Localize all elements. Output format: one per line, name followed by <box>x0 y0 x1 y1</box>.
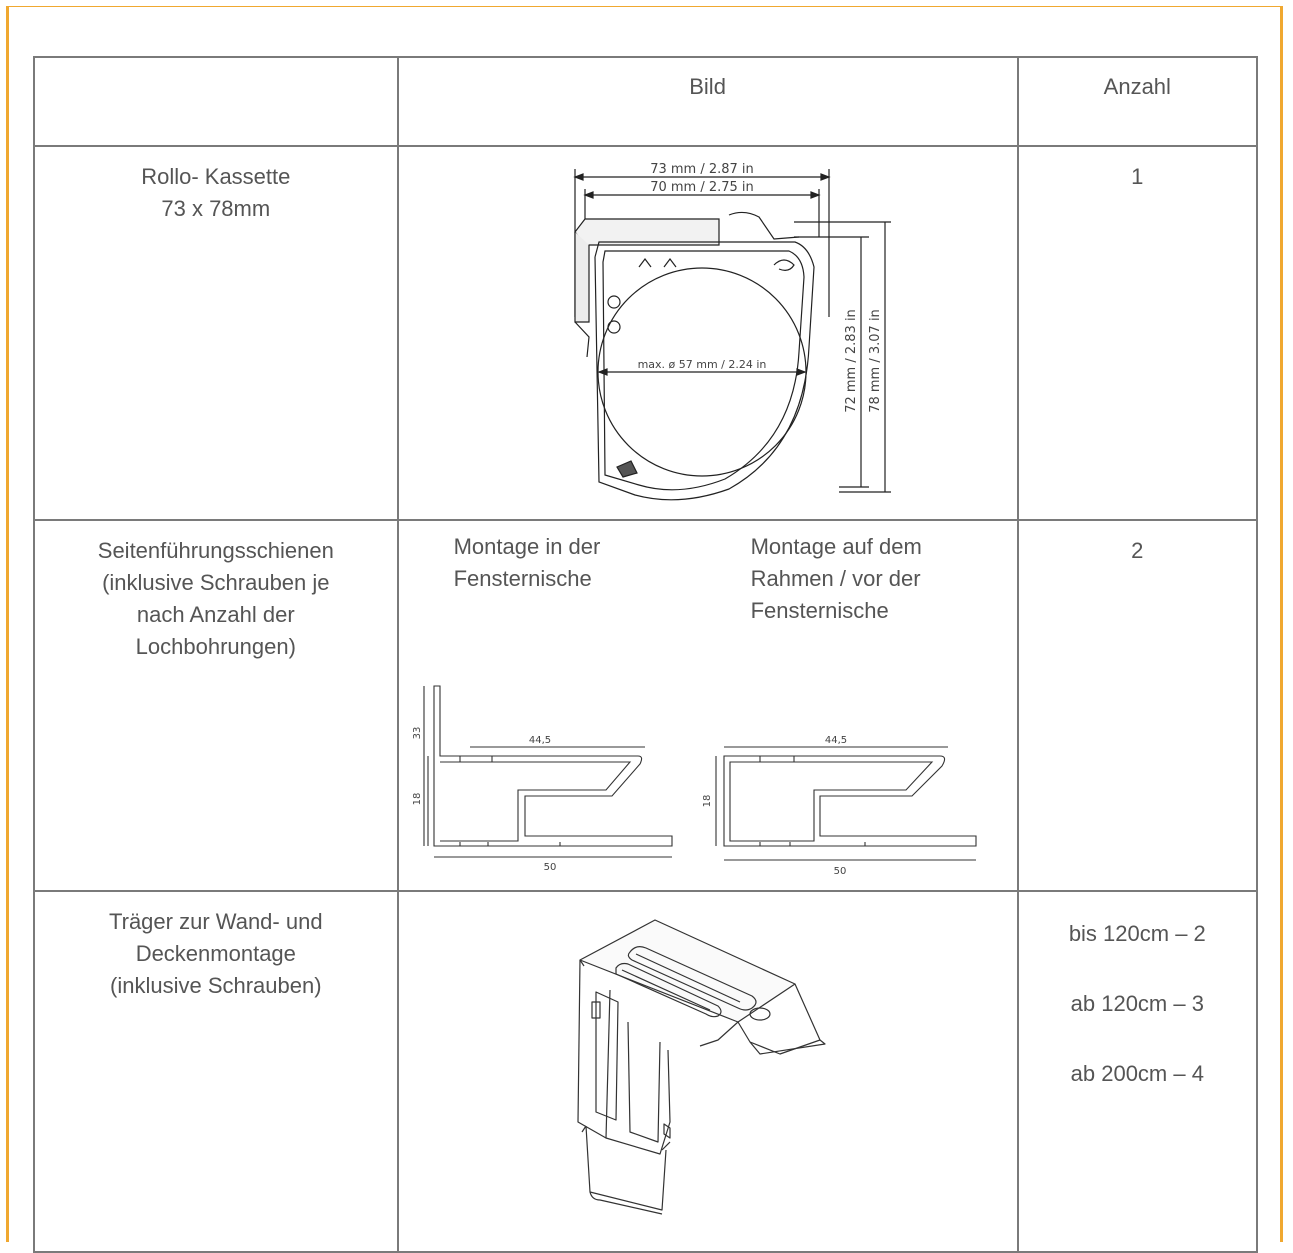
part-name-line: Seitenführungsschienen <box>97 538 334 563</box>
part-image-cell <box>396 889 1019 1253</box>
mount-label-on-frame: Montage auf dem Rahmen / vor der Fenster… <box>750 534 922 623</box>
dim-outer-height: 78 mm / 3.07 in <box>868 309 883 413</box>
part-name-cell: Seitenführungsschienen (inklusive Schrau… <box>33 519 399 892</box>
part-name-cell: Rollo- Kassette 73 x 78mm <box>33 145 399 521</box>
table-row: Seitenführungsschienen (inklusive Schrau… <box>33 519 1259 892</box>
table-header-row: Bild Anzahl <box>33 56 1259 147</box>
quantity-cell: 2 <box>1016 519 1259 892</box>
dim-inner-height: 72 mm / 2.83 in <box>844 309 859 413</box>
side-rail-drawings: 44,5 50 33 18 44,5 50 18 <box>412 685 977 877</box>
header-cell-empty <box>33 56 399 147</box>
quantity-rule-3: ab 200cm – 4 <box>1070 1060 1204 1086</box>
part-name-line: Lochbohrungen) <box>135 633 296 659</box>
quantity-value: 1 <box>1131 164 1144 189</box>
cassette-drawing: 73 mm / 2.87 in 70 mm / 2.75 in max. ø 5… <box>572 162 891 501</box>
right-dim-top: 44,5 <box>825 735 847 746</box>
page-frame <box>6 6 1283 1242</box>
quantity-rule-2: ab 120cm – 3 <box>1070 990 1204 1016</box>
left-dim-height-inner: 18 <box>412 793 423 806</box>
left-dim-top: 44,5 <box>529 735 551 746</box>
part-name-line: (inklusive Schrauben je <box>102 569 330 595</box>
header-image-label: Bild <box>689 74 726 99</box>
table-row: Träger zur Wand- und Deckenmontage (inkl… <box>33 889 1259 1253</box>
left-dim-bottom: 50 <box>544 862 557 873</box>
dim-diameter: max. ø 57 mm / 2.24 in <box>637 358 766 371</box>
quantity-value: 2 <box>1131 538 1144 563</box>
header-cell-quantity: Anzahl <box>1016 56 1259 147</box>
part-name-line: Deckenmontage <box>135 940 296 966</box>
part-image-cell: Montage in der Fensternische Montage auf… <box>396 519 1019 892</box>
part-name-cell: Träger zur Wand- und Deckenmontage (inkl… <box>33 889 399 1253</box>
quantity-rule-1: bis 120cm – 2 <box>1068 920 1206 946</box>
part-name-line: Rollo- Kassette <box>141 164 291 189</box>
part-name-line: (inklusive Schrauben) <box>110 972 322 998</box>
part-name-line: Träger zur Wand- und <box>109 908 323 934</box>
right-dim-bottom: 50 <box>834 866 847 877</box>
quantity-cell: 1 <box>1016 145 1259 521</box>
right-dim-height: 18 <box>702 795 713 808</box>
table-row: Rollo- Kassette 73 x 78mm <box>33 145 1259 521</box>
header-quantity-label: Anzahl <box>1103 74 1171 99</box>
part-name-line: nach Anzahl der <box>136 601 295 627</box>
part-name-line: 73 x 78mm <box>161 195 271 221</box>
bracket-drawing <box>577 919 826 1215</box>
header-cell-image: Bild <box>396 56 1019 147</box>
part-image-cell: 73 mm / 2.87 in 70 mm / 2.75 in max. ø 5… <box>396 145 1019 521</box>
left-dim-height-outer: 33 <box>412 727 423 740</box>
quantity-cell: bis 120cm – 2 ab 120cm – 3 ab 200cm – 4 <box>1016 889 1259 1253</box>
dim-outer-width: 73 mm / 2.87 in <box>650 162 754 177</box>
parts-table: Bild Anzahl Rollo- Kassette 73 x 78mm <box>33 56 1259 1253</box>
dim-inner-width: 70 mm / 2.75 in <box>650 180 754 195</box>
mount-label-in-niche: Montage in der Fensternische <box>453 534 601 591</box>
